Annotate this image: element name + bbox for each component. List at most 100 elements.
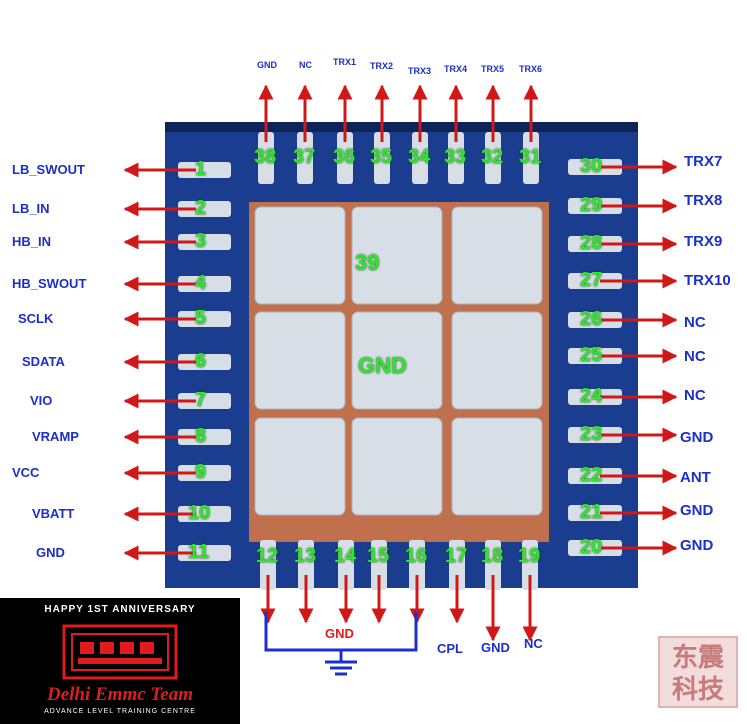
- pin-pad: [409, 540, 425, 590]
- center-pad-number: 39: [355, 250, 380, 275]
- pin-pad: [178, 162, 231, 178]
- pin-label: NC: [524, 636, 543, 651]
- logo-tagline: ADVANCE LEVEL TRAINING CENTRE: [44, 708, 196, 715]
- pin-pad: [178, 465, 231, 481]
- pin-pad: [568, 427, 622, 443]
- pin-pad: [448, 132, 464, 184]
- pin-label: NC: [684, 387, 706, 404]
- pin-label: TRX5: [481, 64, 505, 74]
- pin-number: 5: [195, 307, 207, 329]
- pad-tile: [351, 206, 443, 305]
- pin-pad: [298, 540, 314, 590]
- pad-tile: [451, 311, 543, 410]
- pin-pad: [449, 540, 465, 590]
- pin-pad: [178, 234, 231, 250]
- pin-pad: [568, 273, 622, 289]
- pin-pad: [260, 540, 276, 590]
- pin-number: 26: [580, 308, 603, 330]
- pins-layer: [178, 132, 622, 590]
- pin-pad: [568, 312, 622, 328]
- pin-number: 9: [195, 461, 207, 483]
- pin-number: 36: [333, 146, 356, 168]
- pin-pad: [178, 276, 231, 292]
- watermark-stamp: 东震 科技: [658, 636, 738, 708]
- pin-number: 1: [195, 158, 207, 180]
- pin-label: CPL: [437, 641, 463, 656]
- pin-number: 28: [580, 232, 603, 254]
- pin-label: NC: [684, 348, 706, 365]
- pin-pad: [568, 236, 622, 252]
- pin-pad: [568, 348, 622, 364]
- pin-number: 6: [195, 350, 207, 372]
- pin-pad: [337, 132, 353, 184]
- pin-label: GND: [257, 60, 277, 70]
- pin-number: 10: [188, 502, 211, 524]
- pin-pad: [178, 545, 231, 561]
- pin-label: TRX10: [684, 272, 731, 289]
- ground-bus-label: GND: [325, 626, 354, 641]
- pin-number: 27: [580, 269, 603, 291]
- pin-number: 22: [580, 464, 603, 486]
- ground-symbol: [325, 650, 357, 676]
- pin-number: 14: [334, 545, 357, 567]
- pin-label: TRX9: [684, 233, 723, 250]
- logo-anniversary-text: HAPPY 1ST ANNIVERSARY: [44, 604, 196, 615]
- pin-number: 13: [294, 545, 317, 567]
- pin-number: 25: [580, 344, 603, 366]
- pin-number: 21: [580, 501, 603, 523]
- pin-label: GND: [481, 640, 510, 655]
- watermark-line1: 东震: [672, 642, 725, 673]
- logo-emblem-icon: [62, 624, 178, 680]
- pad-tile: [351, 417, 443, 516]
- pin-number: 37: [293, 146, 316, 168]
- pin-number: 16: [405, 545, 428, 567]
- pin-number: 17: [445, 545, 468, 567]
- pin-number: 3: [195, 230, 207, 252]
- pin-number: 23: [580, 423, 603, 445]
- pin-label: TRX4: [444, 64, 468, 74]
- pin-pad: [568, 468, 622, 484]
- pin-label: VRAMP: [32, 429, 79, 444]
- pin-number: 19: [518, 545, 541, 567]
- pin-pad: [568, 389, 622, 405]
- pin-pad: [485, 540, 501, 590]
- pad-tile: [351, 311, 443, 410]
- pad-tile: [451, 206, 543, 305]
- pin-label: TRX7: [684, 153, 723, 170]
- pin-label: TRX1: [333, 57, 357, 67]
- pin-number: 29: [580, 194, 603, 216]
- pin-label: TRX6: [519, 64, 543, 74]
- pin-pad: [178, 311, 231, 327]
- center-pad-label: GND: [358, 353, 407, 378]
- watermark-line2: 科技: [672, 675, 724, 705]
- pin-number: 31: [519, 146, 542, 168]
- pin-pad: [178, 506, 231, 522]
- pin-pad: [568, 159, 622, 175]
- pin-pad: [178, 201, 231, 217]
- pin-label: TRX2: [370, 61, 394, 71]
- pin-label: VBATT: [32, 506, 75, 521]
- pad-tile: [254, 417, 346, 516]
- pin-pad: [568, 540, 622, 556]
- pin-label: LB_SWOUT: [12, 162, 85, 177]
- pin-number: 4: [195, 272, 207, 294]
- pin-pad: [178, 429, 231, 445]
- pin-pad: [338, 540, 354, 590]
- pin-number: 8: [195, 425, 207, 447]
- pin-pad: [523, 132, 539, 184]
- pin-number: 15: [367, 545, 390, 567]
- pin-pad: [412, 132, 428, 184]
- pin-label: GND: [680, 502, 714, 519]
- pin-label: VCC: [12, 465, 40, 480]
- pin-label: ANT: [680, 469, 711, 486]
- board-top-edge: [165, 122, 638, 132]
- pin-number: 18: [481, 545, 504, 567]
- pin-label: GND: [36, 545, 65, 560]
- pin-pad: [568, 505, 622, 521]
- pin-pad: [374, 132, 390, 184]
- pin-number: 12: [256, 545, 279, 567]
- pin-number: 20: [580, 536, 603, 558]
- pin-pad: [297, 132, 313, 184]
- pin-pad: [371, 540, 387, 590]
- pin-number: 33: [444, 146, 467, 168]
